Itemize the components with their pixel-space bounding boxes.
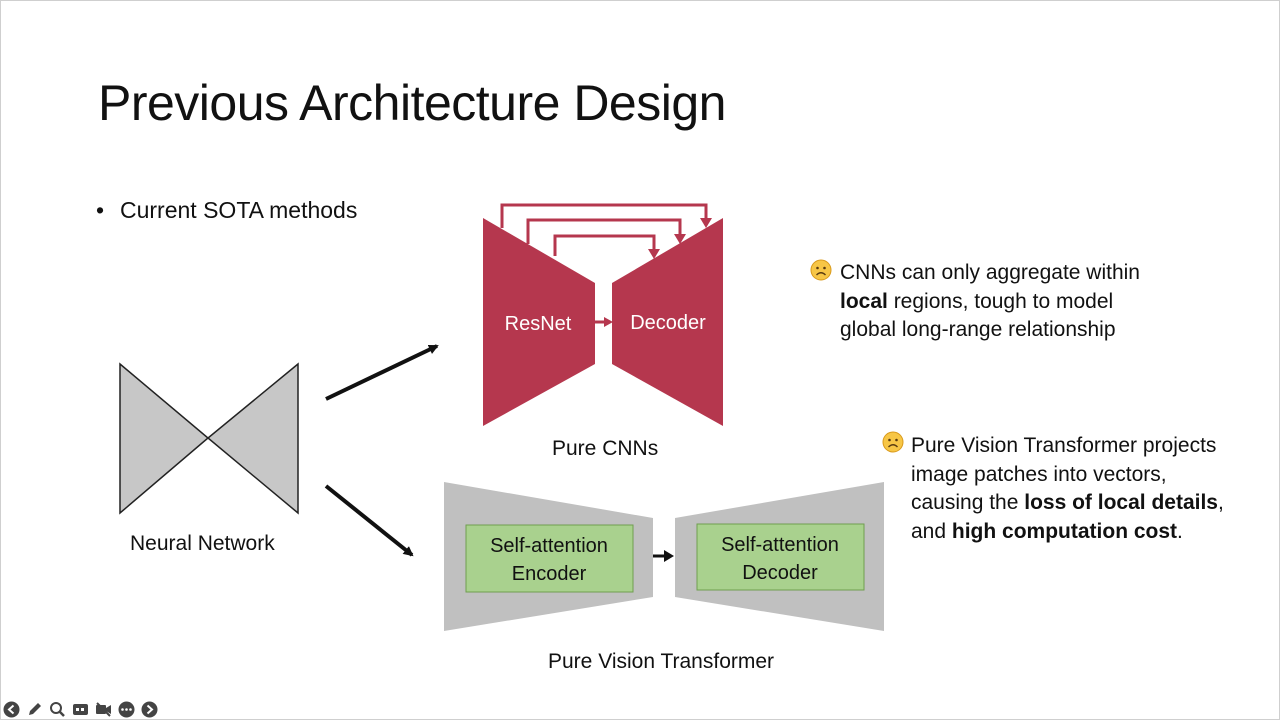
cnn-inner-arrowhead — [604, 317, 613, 327]
skip-arrowheads — [648, 218, 712, 259]
frowning-face-icon — [882, 431, 904, 453]
vit-note-bold-1: loss of local details — [1024, 491, 1218, 514]
neural-network-label: Neural Network — [130, 532, 275, 555]
vit-note-line3: causing the loss of local details, — [911, 489, 1224, 518]
cnn-decoder-label: Decoder — [630, 312, 706, 334]
vit-inner-arrowhead — [664, 550, 674, 562]
arrow-to-cnn — [325, 344, 439, 401]
forward-arrow-icon[interactable] — [140, 700, 159, 719]
vit-note-bold-2: high computation cost — [951, 519, 1178, 543]
vit-note-line3-post: , — [1217, 491, 1224, 514]
vit-note-line4: and high computation cost. — [911, 518, 1224, 547]
video-off-icon[interactable] — [94, 700, 113, 719]
cnn-note-bold: local — [840, 289, 888, 313]
vit-limitation-note: Pure Vision Transformer projects image p… — [911, 432, 1224, 546]
pen-icon[interactable] — [25, 700, 44, 719]
cnn-note-line1: CNNs can only aggregate within — [840, 261, 1140, 284]
vit-note-line2: image patches into vectors, — [911, 462, 1167, 486]
more-icon[interactable] — [117, 700, 136, 719]
encoder-box-line2: Encoder — [512, 563, 587, 585]
vit-note-line1: Pure Vision Transformer projects — [911, 434, 1217, 457]
neural-network-shape — [119, 362, 299, 515]
back-arrow-icon[interactable] — [2, 700, 21, 719]
encoder-box-line1: Self-attention — [490, 535, 608, 557]
decoder-box-line1: Self-attention — [721, 534, 839, 556]
bullet-item: • Current SOTA methods — [96, 197, 357, 224]
skip-connections — [500, 203, 708, 256]
cnn-limitation-note: CNNs can only aggregate within local reg… — [840, 259, 1140, 345]
self-attention-decoder-box — [696, 523, 865, 591]
vit-note-line4-post: . — [1177, 519, 1183, 543]
bullet-text: Current SOTA methods — [120, 197, 358, 223]
presentation-toolbar — [2, 699, 159, 719]
cnn-decoder-block — [612, 218, 723, 426]
pure-cnn-caption: Pure CNNs — [552, 437, 659, 460]
resnet-label: ResNet — [505, 313, 572, 335]
decoder-box-line2: Decoder — [742, 562, 818, 584]
resnet-block — [483, 218, 595, 426]
cnn-note-line2-rest: regions, tough to model — [887, 289, 1114, 313]
vit-note-line3-pre: causing the — [911, 491, 1025, 514]
cnn-note-line2: local regions, tough to model — [840, 288, 1140, 317]
cnn-note-line3: global long-range relationship — [840, 318, 1116, 341]
pure-vit-caption: Pure Vision Transformer — [548, 650, 775, 673]
self-attention-encoder-box — [465, 524, 634, 593]
vit-note-line4-pre: and — [911, 519, 952, 543]
frowning-face-icon — [810, 259, 832, 281]
bullet-dot: • — [96, 197, 105, 223]
zoom-icon[interactable] — [48, 700, 67, 719]
arrow-to-vit — [324, 484, 414, 557]
slide-title: Previous Architecture Design — [98, 75, 726, 131]
captions-icon[interactable] — [71, 700, 90, 719]
